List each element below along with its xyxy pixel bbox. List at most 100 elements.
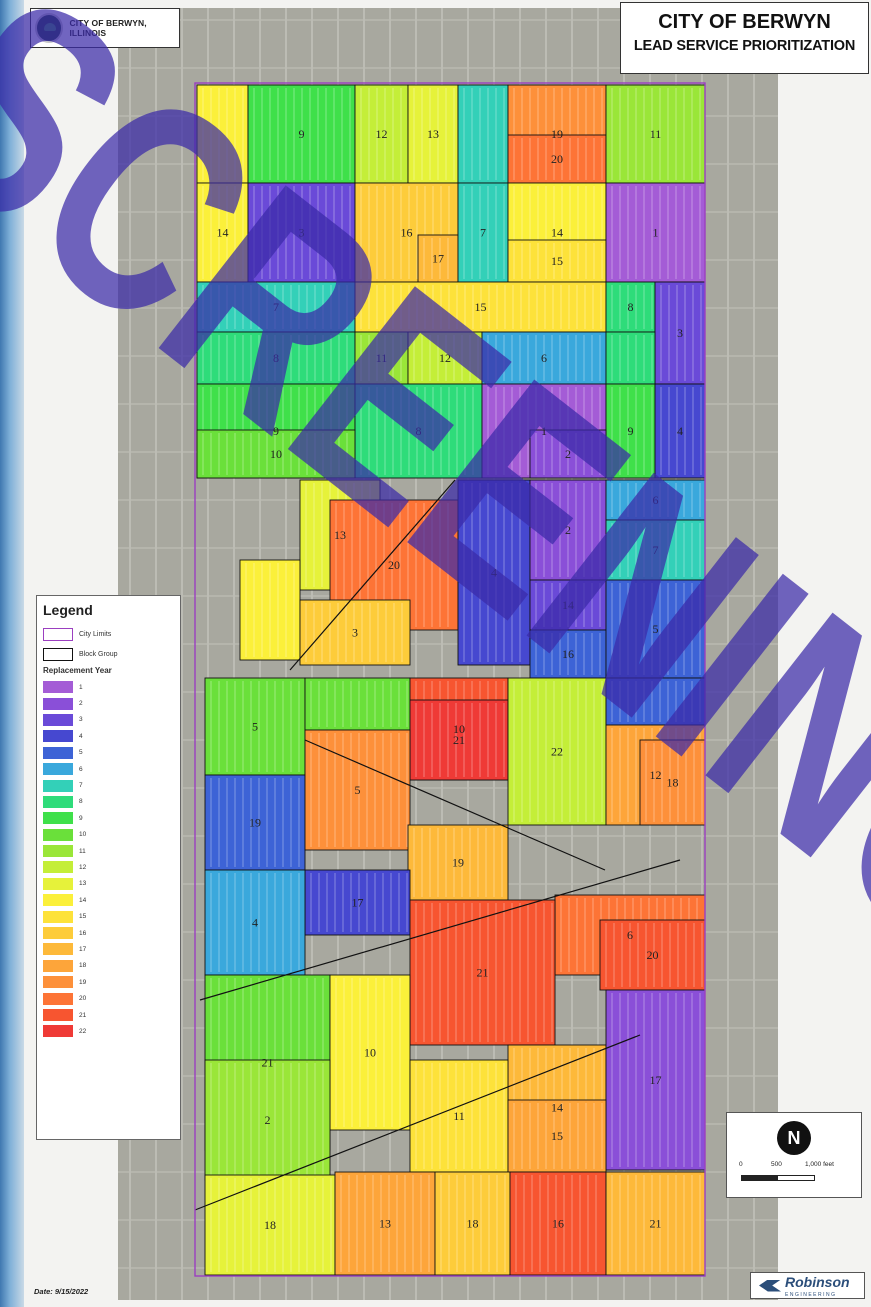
block-label: 14 xyxy=(551,226,563,240)
block-label: 21 xyxy=(650,1217,662,1231)
block-group-year-6[interactable] xyxy=(204,869,306,976)
city-logo-box: CITY OF BERWYN, ILLINOIS xyxy=(30,8,180,48)
legend-title: Legend xyxy=(43,602,93,618)
block-label: 14 xyxy=(551,1101,563,1115)
block-group-year-22[interactable] xyxy=(409,699,509,781)
legend-year-6: 6 xyxy=(37,761,180,777)
block-group-year-9[interactable] xyxy=(605,383,656,479)
block-group-year-20[interactable] xyxy=(507,134,607,184)
block-group-year-1[interactable] xyxy=(605,182,706,283)
block-label: 6 xyxy=(541,351,547,365)
block-group-year-12[interactable] xyxy=(354,84,409,184)
block-group-year-4[interactable] xyxy=(304,869,411,936)
block-group-year-5[interactable] xyxy=(204,774,306,871)
city-limits-boundary xyxy=(194,82,706,1277)
legend-year-18: 18 xyxy=(37,958,180,974)
block-group-year-2[interactable] xyxy=(529,429,607,479)
legend-year-13: 13 xyxy=(37,876,180,892)
block-label: 18 xyxy=(467,1217,479,1231)
year-label: 10 xyxy=(79,831,87,839)
block-group-year-4[interactable] xyxy=(457,479,531,666)
block-label: 1 xyxy=(541,424,547,438)
block-group-year-21[interactable] xyxy=(599,919,706,991)
block-group-year-4[interactable] xyxy=(654,383,706,479)
block-group-year-21[interactable] xyxy=(409,899,556,1046)
block-group-year-5[interactable] xyxy=(529,629,607,679)
block-group-year-6[interactable] xyxy=(481,331,607,385)
block-label: 5 xyxy=(252,720,258,734)
block-group-year-3[interactable] xyxy=(247,182,356,283)
legend-year-7: 7 xyxy=(37,777,180,793)
block-group-year-21[interactable] xyxy=(509,1171,607,1276)
block-label: 6 xyxy=(627,928,633,942)
block-group-year-19[interactable] xyxy=(639,739,706,826)
block-label: 9 xyxy=(628,424,634,438)
block-group-year-8[interactable] xyxy=(354,383,483,479)
legend-year-3: 3 xyxy=(37,712,180,728)
year-swatch xyxy=(43,976,73,989)
block-group-year-16[interactable] xyxy=(299,599,411,666)
year-label: 9 xyxy=(79,814,83,822)
year-swatch xyxy=(43,795,73,808)
legend-year-4: 4 xyxy=(37,728,180,744)
block-group-year-10[interactable] xyxy=(304,677,411,731)
year-label: 3 xyxy=(79,716,83,724)
block-group-year-5[interactable] xyxy=(605,579,706,679)
block-group-year-5[interactable] xyxy=(605,677,706,726)
year-label: 14 xyxy=(79,896,87,904)
block-group-year-10[interactable] xyxy=(196,429,356,479)
block-group-year-17[interactable] xyxy=(407,824,509,901)
year-label: 2 xyxy=(79,700,83,708)
legend-year-11: 11 xyxy=(37,843,180,859)
block-group-year-2[interactable] xyxy=(529,479,607,581)
year-swatch xyxy=(43,959,73,972)
year-swatch xyxy=(43,1009,73,1021)
block-group-year-8[interactable] xyxy=(605,331,656,385)
block-label: 5 xyxy=(355,783,361,797)
block-group-year-14[interactable] xyxy=(239,559,301,661)
block-group-year-9[interactable] xyxy=(247,84,356,184)
city-seal-icon xyxy=(35,13,64,43)
block-group-year-16[interactable] xyxy=(434,1171,511,1276)
block-group-year-11[interactable] xyxy=(354,331,409,385)
block-group-year-11[interactable] xyxy=(204,1059,331,1181)
block-label: 2 xyxy=(565,523,571,537)
legend-city-limits: City Limits xyxy=(37,624,180,644)
block-label: 2 xyxy=(265,1113,271,1127)
block-group-year-3[interactable] xyxy=(654,281,706,385)
block-group-year-15[interactable] xyxy=(409,1059,509,1173)
block-group-year-7[interactable] xyxy=(196,281,356,333)
year-label: 15 xyxy=(79,913,87,921)
block-label: 11 xyxy=(650,127,662,141)
firm-logo: Robinson ENGINEERING xyxy=(750,1272,865,1299)
block-group-year-15[interactable] xyxy=(354,281,607,333)
block-group-year-14[interactable] xyxy=(196,182,249,283)
legend-year-5: 5 xyxy=(37,745,180,761)
legend-year-1: 1 xyxy=(37,679,180,695)
robinson-logo-icon xyxy=(759,1279,781,1292)
block-group-year-12[interactable] xyxy=(507,677,607,826)
block-label: 21 xyxy=(262,1056,274,1070)
block-group-year-14[interactable] xyxy=(196,84,249,184)
block-label: 21 xyxy=(477,966,489,980)
block-group-year-6[interactable] xyxy=(605,479,706,521)
block-group-year-7[interactable] xyxy=(605,519,706,581)
block-label: 10 xyxy=(453,722,465,736)
block-group-year-19[interactable] xyxy=(304,729,411,851)
block-group-year-17[interactable] xyxy=(605,1171,706,1276)
block-label: 7 xyxy=(273,300,279,314)
block-group-year-18[interactable] xyxy=(334,1171,436,1276)
year-label: 5 xyxy=(79,749,83,757)
block-group-year-2[interactable] xyxy=(605,989,706,1171)
legend-year-2: 2 xyxy=(37,695,180,711)
block-group-year-12[interactable] xyxy=(407,331,483,385)
year-swatch xyxy=(43,943,73,956)
block-group-year-14[interactable] xyxy=(329,974,411,1131)
block-label: 11 xyxy=(376,351,388,365)
block-group-year-11[interactable] xyxy=(605,84,706,184)
block-group-year-7[interactable] xyxy=(457,84,509,184)
block-label: 16 xyxy=(552,1217,564,1231)
